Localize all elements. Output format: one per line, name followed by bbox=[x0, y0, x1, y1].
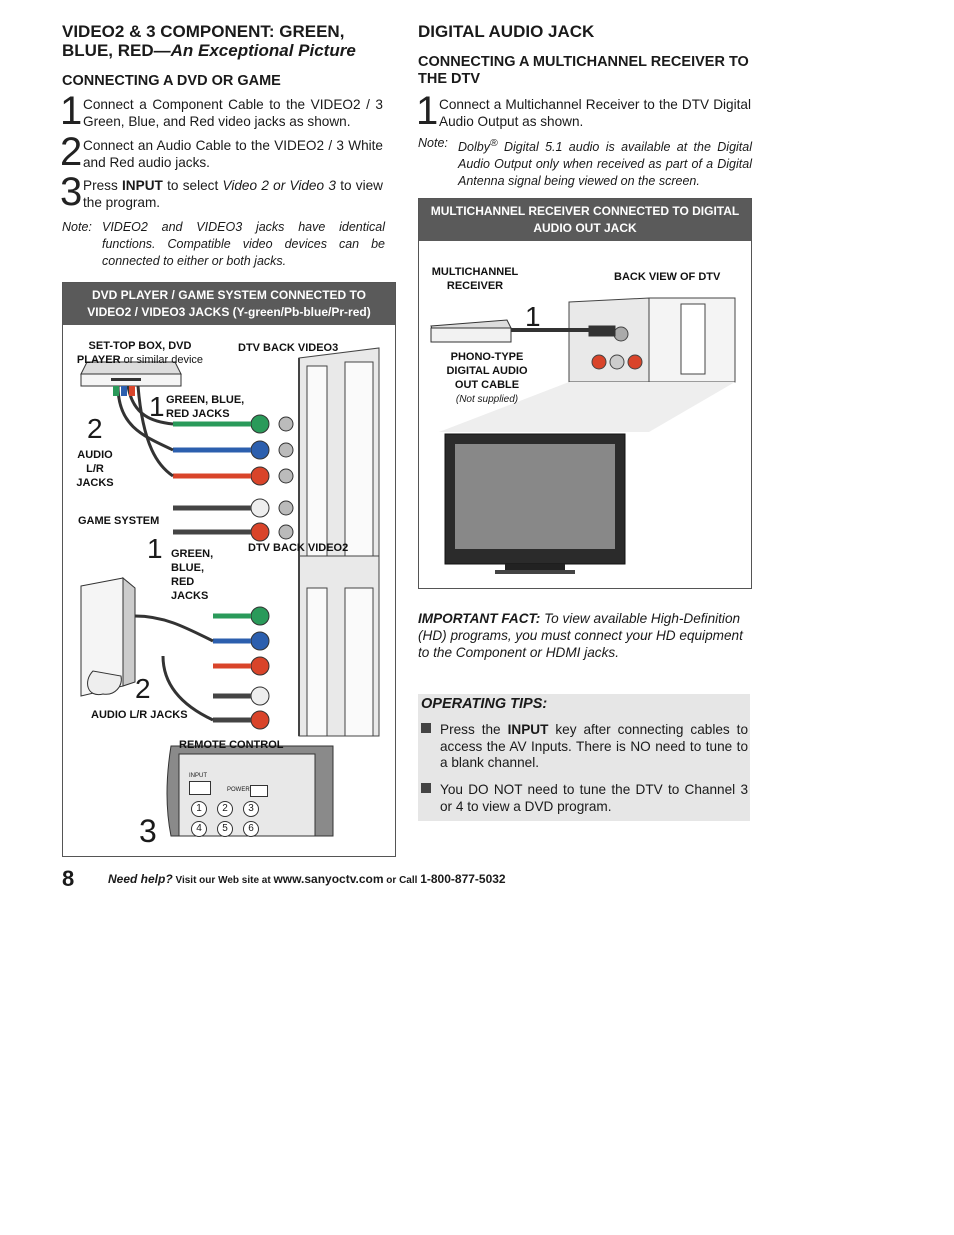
audio-lr-label-2: AUDIO L/R JACKS bbox=[91, 709, 188, 721]
remote-key-5[interactable]: 5 bbox=[217, 821, 233, 837]
step-text: Connect a Multichannel Receiver to the D… bbox=[439, 97, 751, 129]
step-text-pre: Press bbox=[83, 178, 123, 193]
audio-lr-label: AUDIO L/R JACKS bbox=[76, 449, 114, 489]
note-text-b: Digital 5.1 audio is available at the Di… bbox=[458, 140, 752, 189]
remote-key-2[interactable]: 2 bbox=[217, 801, 233, 817]
note-label: Note: bbox=[418, 136, 448, 150]
remote-key-4[interactable]: 4 bbox=[191, 821, 207, 837]
view-beam bbox=[439, 382, 735, 432]
back-view-label: BACK VIEW OF DTV bbox=[614, 271, 721, 283]
diagram-header: DVD PLAYER / GAME SYSTEM CONNECTED TO VI… bbox=[63, 283, 395, 325]
tip-bullet bbox=[421, 783, 431, 793]
jacks-video2 bbox=[250, 606, 270, 730]
note-text: VIDEO2 and VIDEO3 jacks have identical f… bbox=[102, 220, 385, 268]
operating-tips: OPERATING TIPS: Press the INPUT key afte… bbox=[418, 694, 750, 821]
step-number: 2 bbox=[60, 130, 83, 174]
need-help: Need help? bbox=[108, 872, 173, 886]
remote-control-label: REMOTE CONTROL bbox=[179, 739, 284, 751]
dvd-game-diagram: DVD PLAYER / GAME SYSTEM CONNECTED TO VI… bbox=[62, 282, 396, 857]
settop-label: SET-TOP BOX, DVD PLAYER or similar devic… bbox=[75, 339, 205, 367]
right-subhead: CONNECTING A MULTICHANNEL RECEIVER TO TH… bbox=[418, 54, 749, 87]
left-subhead: CONNECTING A DVD OR GAME bbox=[62, 73, 281, 89]
step-text-post: to view the program. bbox=[83, 178, 384, 210]
step-number: 1 bbox=[416, 89, 439, 133]
component-cable-bottom bbox=[134, 613, 251, 723]
step-text: Connect a Component Cable to the VIDEO2 … bbox=[83, 97, 383, 129]
remote-power-button[interactable] bbox=[250, 785, 268, 797]
callout-1b: 1 bbox=[147, 533, 163, 564]
remote-key-1[interactable]: 1 bbox=[191, 801, 207, 817]
gbr-jacks-label-2: GREEN, BLUE, RED JACKS bbox=[171, 548, 214, 602]
remote-power-label: POWER bbox=[227, 787, 250, 793]
digital-audio-cable bbox=[509, 325, 616, 337]
step-text: Press INPUT to select Video 2 or Video 3… bbox=[83, 178, 383, 211]
important-text: To view available High-Definition (HD) p… bbox=[418, 611, 743, 660]
remote-input-button[interactable] bbox=[189, 781, 211, 795]
receiver-diagram-art bbox=[430, 297, 736, 574]
right-note: Note: Dolby® Digital 5.1 audio is availa… bbox=[418, 135, 752, 190]
settop-bold: SET-TOP BOX, DVD bbox=[88, 340, 192, 352]
callout-2a: 2 bbox=[87, 413, 103, 444]
gbr-jacks-label: GREEN, BLUE, RED JACKS bbox=[166, 394, 245, 420]
left-title-italic: An Exceptional Picture bbox=[170, 41, 356, 60]
phone-number: 1-800-877-5032 bbox=[420, 872, 506, 886]
left-note: Note: VIDEO2 and VIDEO3 jacks have ident… bbox=[62, 219, 385, 271]
dvd-game-diagram-art bbox=[80, 347, 380, 837]
page-number: 8 bbox=[62, 866, 75, 891]
game-console-icon bbox=[80, 576, 136, 697]
website-link[interactable]: www.sanyoctv.com bbox=[273, 872, 384, 886]
step-text: Connect an Audio Cable to the VIDEO2 / 3… bbox=[83, 138, 383, 170]
dtv-back-video3-label: DTV BACK VIDEO3 bbox=[238, 342, 339, 354]
dtv-back-view bbox=[568, 297, 736, 383]
step-number: 1 bbox=[60, 89, 83, 133]
game-system-label: GAME SYSTEM bbox=[78, 515, 160, 527]
tip-2: You DO NOT need to tune the DTV to Chann… bbox=[440, 782, 748, 814]
settop-bold2: PLAYER bbox=[76, 354, 121, 366]
receiver-icon bbox=[430, 319, 512, 343]
callout-1a: 1 bbox=[149, 391, 165, 422]
tips-title: OPERATING TIPS: bbox=[421, 696, 548, 712]
callout-2b: 2 bbox=[135, 673, 151, 704]
tip1-bold: INPUT bbox=[507, 722, 549, 737]
note-text-a: Dolby bbox=[458, 140, 490, 155]
dtv-back-panel-video3 bbox=[298, 347, 380, 557]
visit-text: Visit our Web site at bbox=[172, 875, 274, 886]
left-title-main: VIDEO2 & 3 COMPONENT: GREEN, BLUE, RED— bbox=[62, 22, 345, 60]
important-fact: IMPORTANT FACT: To view available High-D… bbox=[418, 610, 754, 661]
note-text: Dolby® Digital 5.1 audio is available at… bbox=[458, 135, 752, 190]
dtv-back-video2-label: DTV BACK VIDEO2 bbox=[248, 542, 349, 554]
tip1-pre: Press the bbox=[440, 722, 508, 737]
receiver-diagram: MULTICHANNEL RECEIVER CONNECTED TO DIGIT… bbox=[418, 198, 752, 589]
callout-1: 1 bbox=[525, 301, 541, 332]
step-text-mid: to select bbox=[162, 178, 223, 193]
jacks-video3 bbox=[250, 414, 294, 542]
dtv-back-panel-video2 bbox=[298, 555, 380, 737]
diagram-header: MULTICHANNEL RECEIVER CONNECTED TO DIGIT… bbox=[419, 199, 751, 241]
remote-key-3[interactable]: 3 bbox=[243, 801, 259, 817]
remote-key-6[interactable]: 6 bbox=[243, 821, 259, 837]
receiver-label: MULTICHANNEL RECEIVER bbox=[431, 266, 519, 292]
or-call: or Call bbox=[383, 875, 421, 886]
left-title: VIDEO2 & 3 COMPONENT: GREEN, BLUE, RED—A… bbox=[62, 22, 392, 60]
right-title: DIGITAL AUDIO JACK bbox=[418, 22, 595, 41]
important-label: IMPORTANT FACT: bbox=[418, 611, 541, 626]
note-sup: ® bbox=[489, 138, 498, 149]
dvd-player-icon bbox=[80, 361, 182, 396]
tv-front-icon bbox=[444, 433, 626, 574]
tip1-post: key after connecting cables to access th… bbox=[440, 722, 749, 770]
remote-input-label: INPUT bbox=[189, 773, 207, 779]
step-text-italic: Video 2 or Video 3 bbox=[222, 178, 336, 193]
step-number: 3 bbox=[60, 170, 83, 214]
input-key-label: INPUT bbox=[122, 178, 163, 193]
cable-label: PHONO-TYPE DIGITAL AUDIO OUT CABLE bbox=[446, 351, 528, 391]
not-supplied-label: (Not supplied) bbox=[455, 394, 519, 405]
note-label: Note: bbox=[62, 220, 92, 234]
settop-normal: or similar device bbox=[120, 354, 204, 366]
callout-3: 3 bbox=[139, 813, 157, 849]
help-line: Need help? Visit our Web site at www.san… bbox=[108, 872, 506, 886]
tip-1: Press the INPUT key after connecting cab… bbox=[440, 722, 748, 772]
tip-bullet bbox=[421, 723, 431, 733]
